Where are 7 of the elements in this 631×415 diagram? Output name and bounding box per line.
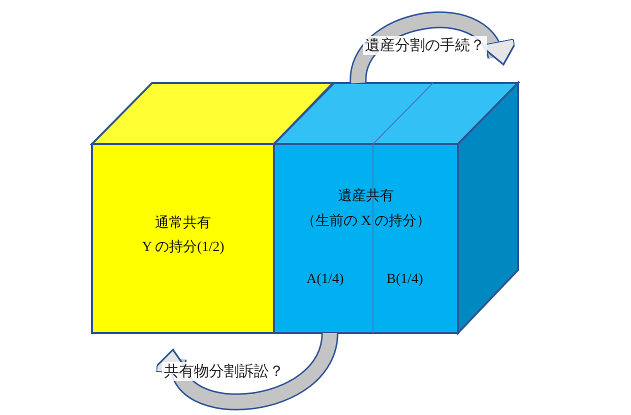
face-label: B(1/4) <box>386 272 424 288</box>
face-label: 遺産共有 <box>338 187 394 205</box>
face-label: A(1/4) <box>306 272 344 288</box>
face-label: 通常共有 <box>155 214 211 232</box>
face-label: Y の持分(1/2) <box>142 238 224 256</box>
face-label: （生前の X の持分） <box>302 212 431 230</box>
edge-label: 遺産分割の手続？ <box>363 36 487 55</box>
